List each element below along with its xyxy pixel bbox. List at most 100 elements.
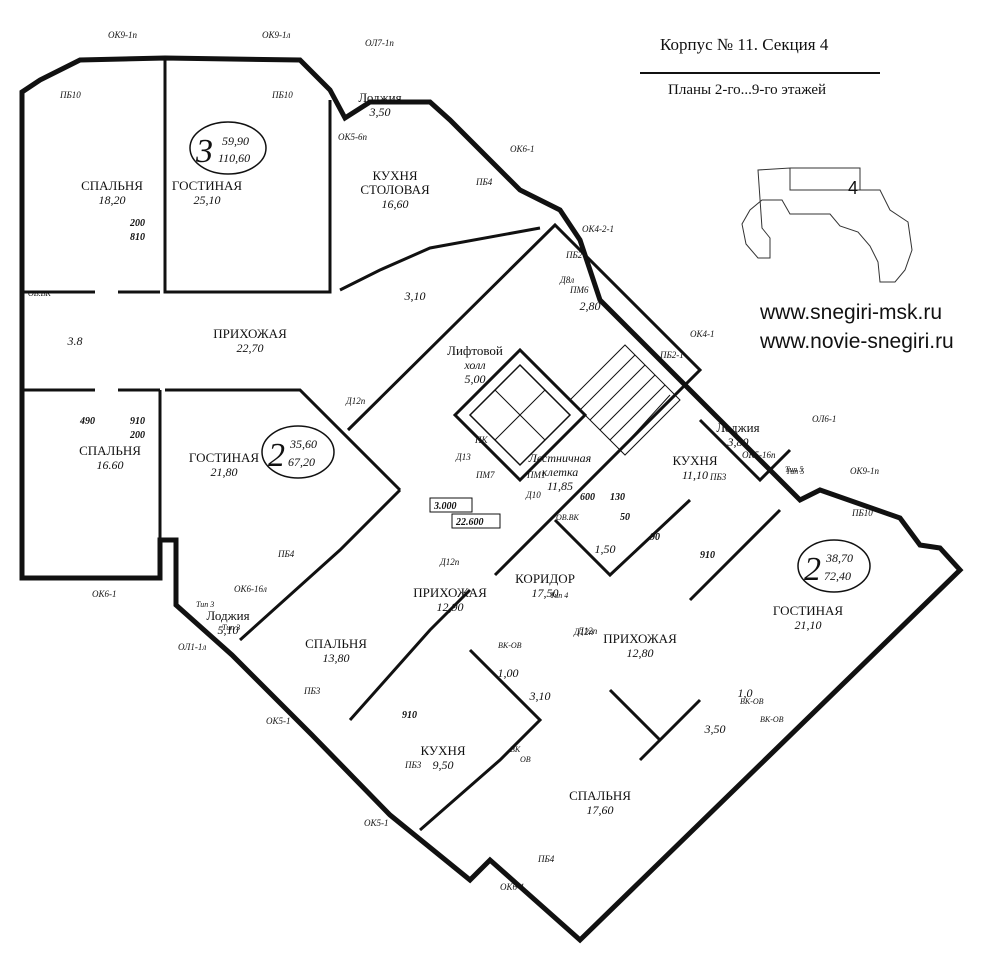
room-area: 1,50	[595, 542, 616, 556]
section-key-plan	[741, 167, 913, 283]
apartment-rooms: 3	[195, 133, 213, 170]
window-mark: ПБ4	[537, 854, 555, 864]
window-mark: Д8л	[559, 275, 574, 285]
room-name: СПАЛЬНЯ	[79, 443, 141, 458]
room-name: КУХНЯ	[372, 168, 417, 183]
apartment-rooms: 2	[804, 551, 821, 588]
level-value-2: 22.600	[455, 517, 484, 528]
dimension-label: ВК-ОВ	[498, 641, 522, 650]
window-mark: Д13	[455, 452, 471, 462]
room-area: 9,50	[433, 758, 454, 772]
window-mark: ПМ7	[475, 470, 495, 480]
apartment-badge-1: 3 59,90 110,60	[189, 121, 267, 175]
apartment-badge-2: 2 35,60 67,20	[261, 425, 335, 479]
window-mark: ОЛ6-1	[812, 414, 836, 424]
room-name: Лоджия	[716, 420, 759, 435]
room-area: 5,00	[465, 372, 486, 386]
window-mark: Д12п	[345, 396, 366, 406]
room-area: 16,60	[382, 197, 409, 211]
room-name: КУХНЯ	[672, 453, 717, 468]
website-link-2[interactable]: www.novie-snegiri.ru	[760, 330, 954, 353]
room-area: 18,20	[99, 193, 126, 207]
window-mark: ОЛ1-1л	[178, 642, 206, 652]
window-mark: ОК6-1	[500, 882, 524, 892]
staircase	[569, 344, 681, 456]
room-name: ГОСТИНАЯ	[189, 450, 260, 465]
dimension-label: 910	[700, 550, 715, 561]
room-name: ПРИХОЖАЯ	[413, 585, 487, 600]
window-mark: ОК9-1п	[108, 30, 137, 40]
room-area: 17,50	[532, 586, 559, 600]
window-mark: ОК5-6п	[338, 132, 367, 142]
room-area: 17,60	[587, 803, 614, 817]
apartment-total-area: 110,60	[218, 151, 250, 165]
room-name: ПРИХОЖАЯ	[603, 631, 677, 646]
window-mark: ПБ10	[271, 90, 293, 100]
window-mark: ОЛ7-1п	[365, 38, 394, 48]
room-area: 1,0	[738, 686, 753, 700]
room-area: 11,85	[547, 479, 573, 493]
dimension-label: ВК	[510, 745, 521, 754]
room-area: 12,90	[437, 600, 464, 614]
window-mark: ОК6-16л	[234, 584, 267, 594]
room-name: СПАЛЬНЯ	[81, 178, 143, 193]
room-name: Лестничная	[528, 451, 592, 465]
room-area: 12,80	[627, 646, 654, 660]
window-mark: ПМ1	[526, 470, 546, 480]
window-mark: ПБ2-1	[659, 350, 684, 360]
dimension-label: 200	[129, 430, 145, 441]
dimension-label: 490	[79, 416, 95, 427]
room-area: 2,80	[580, 299, 601, 313]
room-area: 25,10	[194, 193, 221, 207]
room-area: 3,80	[727, 435, 749, 449]
room-area: 11,10	[682, 468, 708, 482]
interior-walls	[22, 60, 792, 832]
page-subtitle: Планы 2-го...9-го этажей	[668, 82, 827, 98]
window-mark: Тип 3	[196, 600, 214, 609]
window-mark: ПК	[474, 435, 488, 445]
apartment-total-area: 72,40	[824, 569, 851, 583]
dimension-label: 910	[402, 710, 417, 721]
room-name: СПАЛЬНЯ	[305, 636, 367, 651]
website-link-1[interactable]: www.snegiri-msk.ru	[760, 301, 943, 324]
window-mark: Д12п	[573, 627, 594, 637]
apartment-total-area: 67,20	[288, 455, 315, 469]
dimension-label: 130	[610, 492, 625, 503]
window-mark: ОК9-1л	[262, 30, 290, 40]
dimension-label: ОВ.ВК	[556, 513, 580, 522]
window-mark: Д12п	[439, 557, 460, 567]
window-mark: ОК6-1	[510, 144, 534, 154]
window-mark: ОК4-1	[690, 329, 714, 339]
room-name: ГОСТИНАЯ	[172, 178, 243, 193]
room-area: 13,80	[323, 651, 350, 665]
room-area: 16.60	[97, 458, 124, 472]
dimension-label: 600	[580, 492, 595, 503]
dimension-label: ВК-ОВ	[740, 697, 764, 706]
dimension-label: ВК-ОВ	[760, 715, 784, 724]
window-mark: ПБ4	[475, 177, 493, 187]
room-name: КУХНЯ	[420, 743, 465, 758]
window-mark: Тип 5	[786, 467, 804, 476]
room-name-line2: холл	[463, 358, 485, 372]
room-name: КОРИДОР	[515, 571, 575, 586]
room-name: Лоджия	[206, 608, 249, 623]
room-name: Лоджия	[358, 90, 401, 105]
dimension-label: ОВ.ВК	[28, 289, 52, 298]
exterior-walls	[19, 55, 964, 944]
room-name: ПРИХОЖАЯ	[213, 326, 287, 341]
window-mark: Тип 4	[550, 591, 568, 600]
dimension-label: 90	[650, 532, 660, 543]
room-area: 22,70	[237, 341, 264, 355]
window-mark: ОК4-2-1	[582, 224, 614, 234]
window-mark: Д10	[525, 490, 541, 500]
apartment-living-area: 35,60	[289, 437, 317, 451]
window-mark: ПБ10	[59, 90, 81, 100]
apartment-rooms: 2	[268, 437, 285, 474]
dimension-label: 200	[129, 218, 145, 229]
apartment-living-area: 59,90	[222, 134, 249, 148]
room-area: 3,10	[529, 689, 551, 703]
dimension-label: ОВ	[520, 755, 531, 764]
room-area: 21,10	[795, 618, 822, 632]
window-mark: ОК6-1	[92, 589, 116, 599]
room-area: 1,00	[498, 666, 519, 680]
